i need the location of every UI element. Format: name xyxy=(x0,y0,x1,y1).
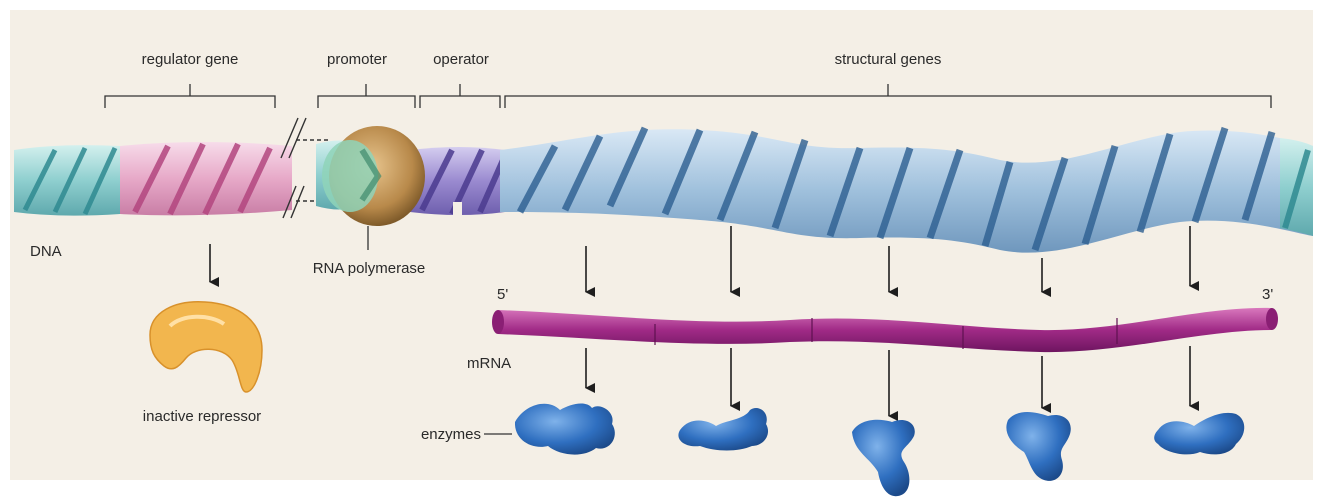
regulator-gene-label: regulator gene xyxy=(142,51,239,68)
promoter-label: promoter xyxy=(327,51,387,68)
rna-polymerase-label: RNA polymerase xyxy=(313,260,426,277)
structural-genes-label: structural genes xyxy=(835,51,942,68)
enzymes-label: enzymes xyxy=(421,426,481,443)
operator-label: operator xyxy=(433,51,489,68)
inactive-repressor-label: inactive repressor xyxy=(143,408,261,425)
dna-label: DNA xyxy=(30,243,62,260)
operator-notch xyxy=(453,202,462,216)
mrna-label: mRNA xyxy=(467,355,511,372)
five-prime-label: 5' xyxy=(497,286,508,303)
three-prime-label: 3' xyxy=(1262,286,1273,303)
